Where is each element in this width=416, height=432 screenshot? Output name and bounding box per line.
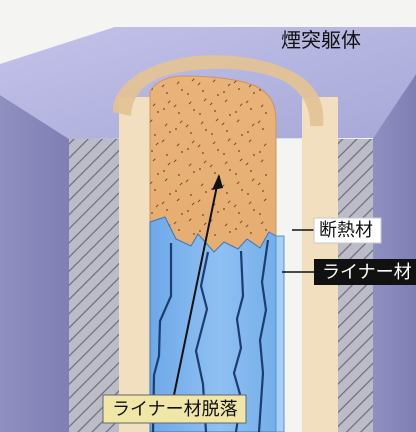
liner-edge-strip xyxy=(276,236,284,432)
insulation-speckle xyxy=(175,128,177,130)
insulation-speckle xyxy=(265,112,267,114)
insulation-speckle xyxy=(241,134,243,136)
insulation-speckle xyxy=(265,174,267,176)
liner-label: ライナー材 xyxy=(322,262,412,283)
left-section-hatch xyxy=(69,139,119,432)
insulation-speckle xyxy=(223,153,225,155)
insulation-speckle xyxy=(226,192,228,194)
liner-detachment-label: ライナー材脱落 xyxy=(112,399,238,420)
insulation-speckle xyxy=(247,131,249,133)
insulation-speckle xyxy=(169,131,171,133)
insulation-speckle xyxy=(253,154,255,156)
insulation-speckle xyxy=(199,230,201,232)
insulation-speckle xyxy=(175,190,177,192)
insulation-speckle xyxy=(199,113,201,115)
insulation-speckle xyxy=(166,154,168,156)
insulation-speckle xyxy=(265,229,267,231)
insulation-speckle xyxy=(202,152,204,154)
insulation-speckle xyxy=(229,114,231,116)
insulation-speckle xyxy=(199,168,201,170)
insulation-speckle xyxy=(238,212,240,214)
insulation-speckle xyxy=(163,108,165,110)
insulation-speckle xyxy=(193,233,195,235)
insulation-speckle xyxy=(229,169,231,171)
insulation-speckle xyxy=(238,88,240,90)
insulation-speckle xyxy=(187,148,189,150)
insulation-speckle xyxy=(214,234,216,236)
insulation-speckle xyxy=(262,190,264,192)
insulation-speckle xyxy=(238,150,240,152)
insulation-speckle xyxy=(151,150,153,152)
insulation-speckle xyxy=(178,174,180,176)
insulation-speckle xyxy=(250,108,252,110)
insulation-speckle xyxy=(253,209,255,211)
insulation-speckle xyxy=(217,149,219,151)
insulation-speckle xyxy=(235,173,237,175)
insulation-speckle xyxy=(235,111,237,113)
insulation-speckle xyxy=(250,170,252,172)
insulation-speckle xyxy=(241,189,243,191)
insulation-speckle xyxy=(202,90,204,92)
right-section-hatch xyxy=(338,139,373,432)
insulation-speckle xyxy=(181,213,183,215)
insulation-speckle xyxy=(181,89,183,91)
left-liner-wall xyxy=(119,97,150,432)
insulation-speckle xyxy=(214,172,216,174)
chimney-left-side xyxy=(0,95,69,432)
insulation-speckle xyxy=(193,171,195,173)
insulation-speckle xyxy=(151,212,153,214)
insulation-speckle xyxy=(193,109,195,111)
insulation-speckle xyxy=(262,128,264,130)
insulation-speckle xyxy=(217,211,219,213)
chimney-body-label: 煙突躯体 xyxy=(281,28,361,52)
insulation-speckle xyxy=(163,170,165,172)
insulation-speckle xyxy=(187,210,189,212)
insulation-speckle xyxy=(211,133,213,135)
insulation-speckle xyxy=(166,92,168,94)
insulation-speckle xyxy=(223,91,225,93)
insulation-speckle xyxy=(247,193,249,195)
insulation-speckle xyxy=(259,213,261,215)
insulation-speckle xyxy=(178,112,180,114)
insulation-speckle xyxy=(166,209,168,211)
insulation-speckle xyxy=(178,229,180,231)
insulation-speckle xyxy=(259,151,261,153)
insulation-speckle xyxy=(190,194,192,196)
insulation-speckle xyxy=(205,191,207,193)
insulation-speckle xyxy=(226,130,228,132)
insulation-speckle xyxy=(157,111,159,113)
insulation-speckle xyxy=(223,208,225,210)
insulation-speckle xyxy=(229,231,231,233)
insulation-speckle xyxy=(187,93,189,95)
insulation-speckle xyxy=(154,134,156,136)
insulation-speckle xyxy=(157,173,159,175)
insulation-speckle xyxy=(190,132,192,134)
insulation-speckle xyxy=(235,228,237,230)
insulation-speckle xyxy=(253,92,255,94)
insulation-speckle xyxy=(214,110,216,112)
insulation-speckle xyxy=(154,189,156,191)
insulation-speckle xyxy=(205,129,207,131)
insulation-speckle xyxy=(169,193,171,195)
insulation-speckle xyxy=(259,89,261,91)
insulation-speckle xyxy=(202,214,204,216)
insulation-speckle xyxy=(181,151,183,153)
insulation-speckle xyxy=(250,232,252,234)
insulation-speckle xyxy=(217,94,219,96)
insulation-label: 断熱材 xyxy=(319,220,373,241)
